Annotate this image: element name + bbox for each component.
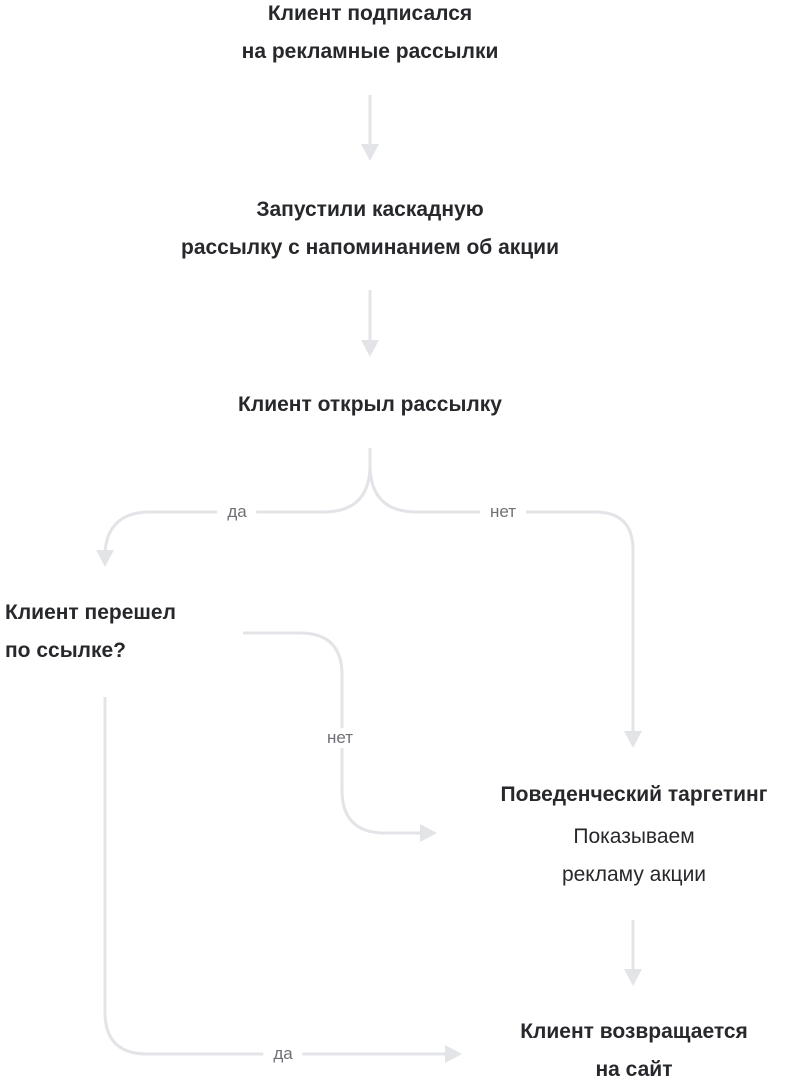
node-text: на сайт	[595, 1058, 673, 1081]
node-text: рекламу акции	[561, 863, 707, 886]
label-clicked-yes: да	[263, 1044, 303, 1064]
node-cascade: Запустили каскадную рассылку с напоминан…	[181, 191, 559, 267]
arrowhead	[361, 340, 379, 357]
node-text: Клиент возвращается	[520, 1020, 748, 1043]
label-opened-no: нет	[479, 502, 527, 522]
label-opened-yes: да	[217, 502, 257, 522]
node-text: Клиент перешел	[5, 601, 176, 624]
node-text: по ссылке?	[5, 639, 126, 662]
arrowhead	[361, 144, 379, 161]
node-clicked: Клиент перешел по ссылке?	[5, 594, 176, 670]
node-text: Запустили каскадную	[256, 198, 484, 221]
node-text: Клиент подписался	[267, 2, 473, 25]
arrowhead	[624, 731, 642, 748]
arrowhead	[624, 969, 642, 986]
node-targeting: Поведенческий таргетинг Показываем рекла…	[501, 776, 768, 894]
arrow-opened-yes	[103, 448, 372, 553]
node-subscribed: Клиент подписался на рекламные рассылки	[242, 0, 499, 71]
node-text: на рекламные рассылки	[241, 40, 499, 63]
node-opened: Клиент открыл рассылку	[238, 393, 502, 416]
arrowhead	[96, 550, 114, 567]
node-returns: Клиент возвращается на сайт	[520, 1013, 748, 1089]
arrowhead	[420, 824, 437, 842]
node-title: Поведенческий таргетинг	[500, 783, 768, 806]
arrow-clicked-yes	[103, 697, 448, 1056]
node-text: рассылку с напоминанием об акции	[181, 236, 559, 259]
arrowhead	[445, 1045, 462, 1063]
label-clicked-no: нет	[316, 728, 364, 748]
node-text: Показываем	[573, 825, 695, 848]
